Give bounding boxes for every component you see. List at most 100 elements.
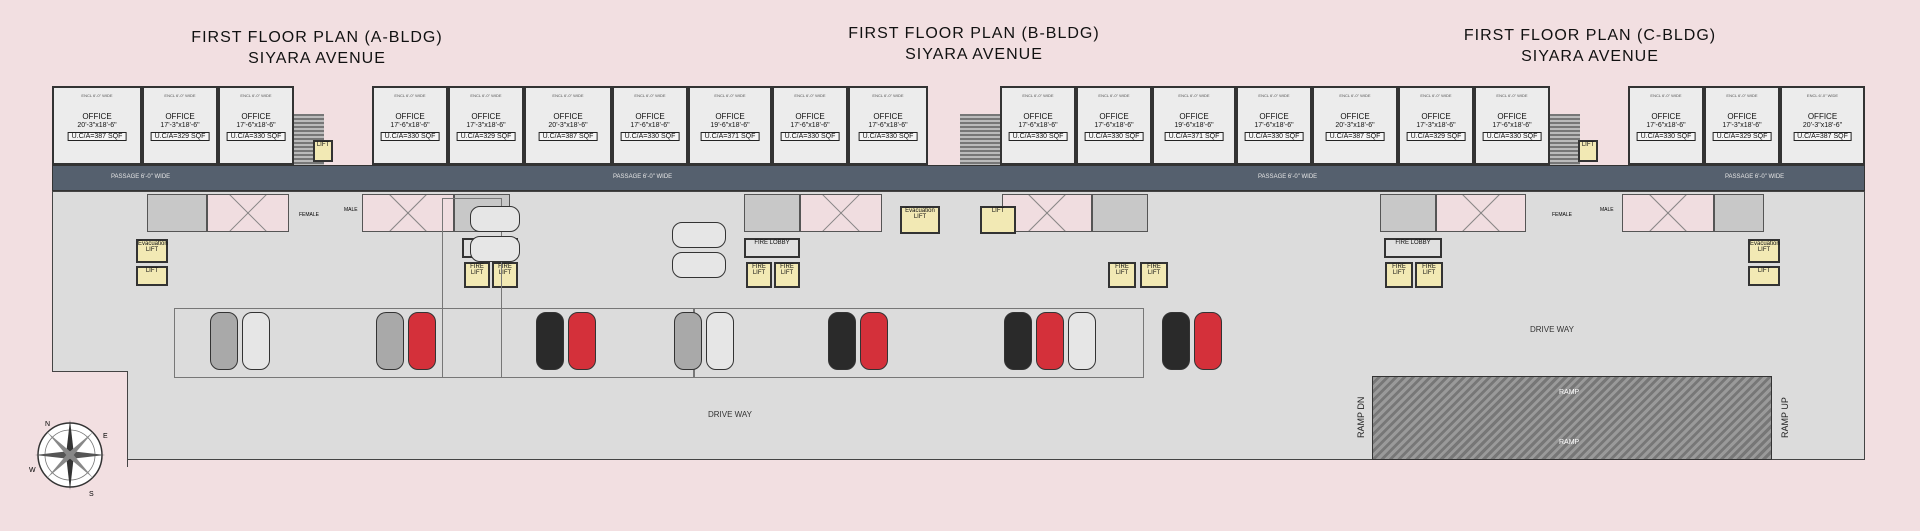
compass-w: W	[29, 467, 36, 474]
service-core	[1092, 194, 1148, 232]
office-area: U.C/A=330 SQF	[1008, 132, 1068, 141]
office-dim: ENCL 6'-0" WIDE	[1726, 93, 1758, 98]
car	[1162, 312, 1190, 370]
office-area: U.C/A=330 SQF	[620, 132, 680, 141]
office-dim: ENCL 6'-0" WIDE	[552, 93, 584, 98]
office-dim: ENCL 6'-0" WIDE	[1650, 93, 1682, 98]
ramp-label: RAMP	[1559, 439, 1580, 446]
office-dim: ENCL 6'-0" WIDE	[470, 93, 502, 98]
office-name: OFFICE	[1099, 112, 1129, 121]
car	[210, 312, 238, 370]
fire-lift-label: FIRE LIFT	[752, 264, 766, 276]
office-size: 20'-3"x18'-6"	[1335, 122, 1375, 129]
office-size: 17'-6"x18'-6"	[1018, 122, 1058, 129]
car	[1036, 312, 1064, 370]
car	[706, 312, 734, 370]
fire-lift: FIRE LIFT	[774, 262, 800, 288]
office-name: OFFICE	[1340, 112, 1370, 121]
compass-e: E	[103, 433, 108, 440]
office-dim: ENCL 6'-0" WIDE	[1178, 93, 1210, 98]
office-name: OFFICE	[395, 112, 425, 121]
core-void	[207, 194, 289, 232]
fire-lift-label: FIRE LIFT	[1115, 264, 1129, 276]
passage-label: PASSAGE 6'-0" WIDE	[1725, 174, 1785, 180]
office-name: OFFICE	[1651, 112, 1681, 121]
car	[1194, 312, 1222, 370]
car	[242, 312, 270, 370]
lift: LIFT	[1578, 140, 1598, 162]
office-area: U.C/A=329 SQF	[456, 132, 516, 141]
male-toilet-label: MALE	[344, 207, 358, 213]
lift-label: LIFT	[991, 208, 1005, 214]
fire-lobby-label: FIRE LOBBY	[1395, 240, 1431, 246]
office-size: 17'-3"x18'-6"	[1416, 122, 1456, 129]
office-area: U.C/A=329 SQF	[1712, 132, 1772, 141]
office-name: OFFICE	[1023, 112, 1053, 121]
compass-rose: N E S W	[29, 420, 108, 498]
office-size: 19'-6"x18'-6"	[1174, 122, 1214, 129]
service-core	[1380, 194, 1436, 232]
fire-lift-label: FIRE LIFT	[1392, 264, 1406, 276]
office-size: 17'-6"x18'-6"	[1094, 122, 1134, 129]
male-toilet-label: MALE	[1600, 207, 1614, 213]
office-area: U.C/A=371 SQF	[700, 132, 760, 141]
office-area: U.C/A=330 SQF	[780, 132, 840, 141]
office-size: 17'-6"x18'-6"	[630, 122, 670, 129]
title-a-bldg: FIRST FLOOR PLAN (A-BLDG) SIYARA AVENUE	[157, 27, 477, 69]
office-name: OFFICE	[165, 112, 195, 121]
title-line-2: SIYARA AVENUE	[1521, 48, 1659, 65]
office-size: 17'-3"x18'-6"	[160, 122, 200, 129]
fire-lift-label: FIRE LIFT	[1147, 264, 1161, 276]
fire-lobby: FIRE LOBBY	[1384, 238, 1442, 258]
office-name: OFFICE	[471, 112, 501, 121]
office-name: OFFICE	[1421, 112, 1451, 121]
car	[470, 206, 520, 232]
office-area: U.C/A=387 SQF	[67, 132, 127, 141]
core-void	[800, 194, 882, 232]
car	[536, 312, 564, 370]
car	[376, 312, 404, 370]
core-void	[1436, 194, 1526, 232]
fire-lift-label: FIRE LIFT	[498, 264, 512, 276]
evacuation-lift-label: Evacuation LIFT	[1750, 241, 1780, 253]
office-size: 17'-6"x18'-6"	[868, 122, 908, 129]
fire-lift-label: FIRE LIFT	[1422, 264, 1436, 276]
fire-lobby: FIRE LOBBY	[744, 238, 800, 258]
title-c-bldg: FIRST FLOOR PLAN (C-BLDG) SIYARA AVENUE	[1430, 25, 1750, 67]
office-dim: ENCL 6'-0" WIDE	[1496, 93, 1528, 98]
office-dim: ENCL 6'-0" WIDE	[1339, 93, 1371, 98]
title-b-bldg: FIRST FLOOR PLAN (B-BLDG) SIYARA AVENUE	[814, 23, 1134, 65]
title-line-1: FIRST FLOOR PLAN (B-BLDG)	[848, 25, 1100, 42]
office-size: 20'-3"x18'-6"	[1802, 122, 1843, 129]
fire-lift: FIRE LIFT	[746, 262, 772, 288]
car	[470, 236, 520, 262]
core-void	[362, 194, 454, 232]
fire-lift: FIRE LIFT	[464, 262, 490, 288]
office-name: OFFICE	[241, 112, 271, 121]
office-area: U.C/A=330 SQF	[1084, 132, 1144, 141]
fire-lift: FIRE LIFT	[1140, 262, 1168, 288]
ramp-down-label: RAMP DN	[1356, 396, 1366, 438]
office-area: U.C/A=387 SQF	[538, 132, 598, 141]
office-name: OFFICE	[1727, 112, 1757, 121]
office-size: 17'-3"x18'-6"	[466, 122, 506, 129]
office-area: U.C/A=387 SQF	[1325, 132, 1385, 141]
office-dim: ENCL 6'-0" WIDE	[81, 93, 113, 98]
core-void	[1002, 194, 1092, 232]
office-size: 17'-6"x18'-6"	[1254, 122, 1294, 129]
evacuation-lift-label: Evacuation LIFT	[905, 208, 935, 220]
office-area: U.C/A=330 SQF	[1244, 132, 1304, 141]
office-dim: ENCL 6'-0" WIDE	[164, 93, 196, 98]
office-dim: ENCL 6'-0" WIDE	[394, 93, 426, 98]
evacuation-lift-label: Evacuation LIFT	[138, 241, 168, 253]
